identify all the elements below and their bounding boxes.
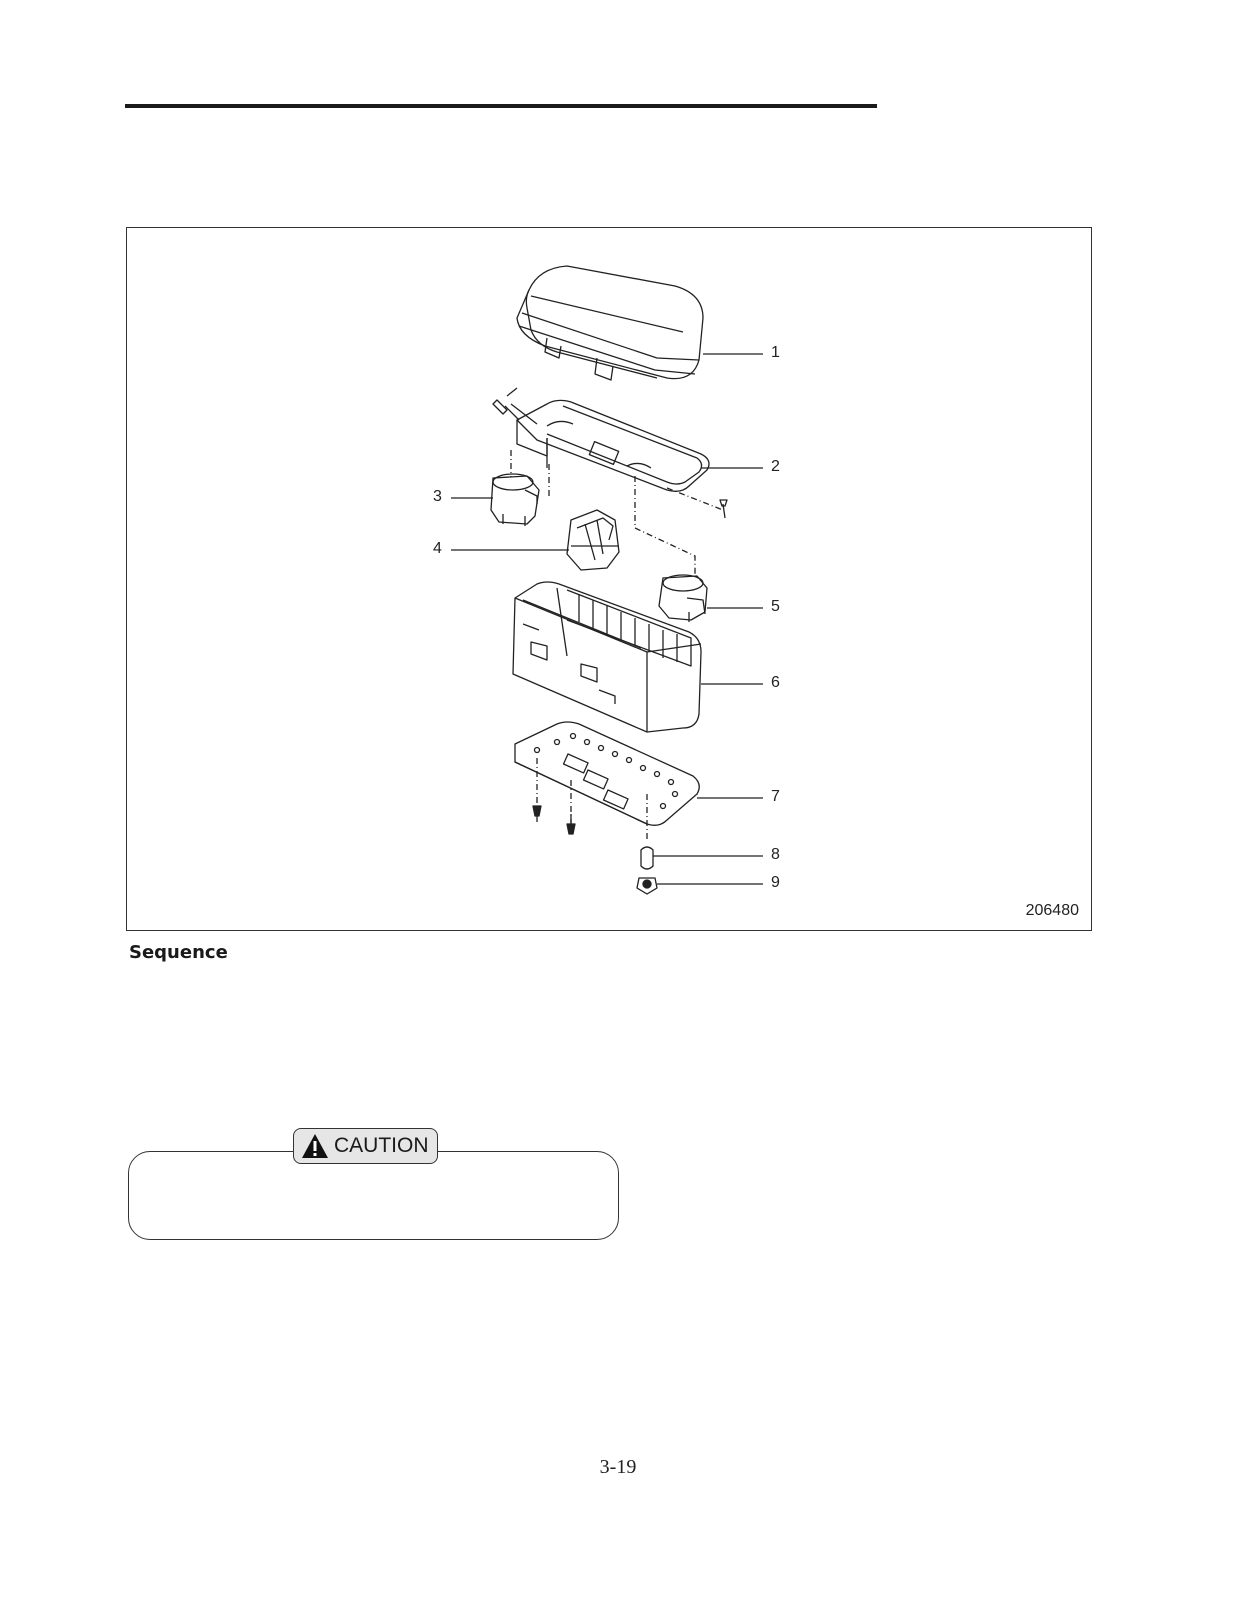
- callout-label: 1: [771, 344, 780, 361]
- figure-number: 206480: [1025, 902, 1079, 919]
- header-rule: [125, 104, 877, 108]
- warning-triangle-icon: [300, 1132, 330, 1160]
- part-bracket: [492, 387, 728, 519]
- callout-label: 9: [771, 874, 780, 891]
- callout-label: 2: [771, 458, 780, 475]
- part-relay-4: [566, 509, 620, 571]
- exploded-view-drawing: [451, 265, 763, 895]
- part-relay-3: [490, 473, 540, 526]
- callout-label: 7: [771, 788, 780, 805]
- callout-label: 5: [771, 598, 780, 615]
- part-nut: [636, 877, 658, 895]
- callout-label: 4: [433, 540, 442, 557]
- part-cover: [516, 265, 704, 381]
- part-fuse-box: [512, 581, 702, 733]
- callout-label: 6: [771, 674, 780, 691]
- part-relay-5: [658, 574, 708, 622]
- caution-label-text: CAUTION: [334, 1134, 429, 1157]
- section-heading: Sequence: [129, 942, 228, 963]
- callout-label: 8: [771, 846, 780, 863]
- part-base-plate: [514, 721, 700, 826]
- callout-label: 3: [433, 488, 442, 505]
- caution-label: CAUTION: [293, 1128, 438, 1164]
- caution-box: [128, 1151, 619, 1240]
- part-spacer: [640, 846, 654, 870]
- page-number: 3-19: [599, 1456, 637, 1478]
- exploded-view-figure: 1 2 3 4 5 6 7 8 9 206480: [126, 227, 1092, 931]
